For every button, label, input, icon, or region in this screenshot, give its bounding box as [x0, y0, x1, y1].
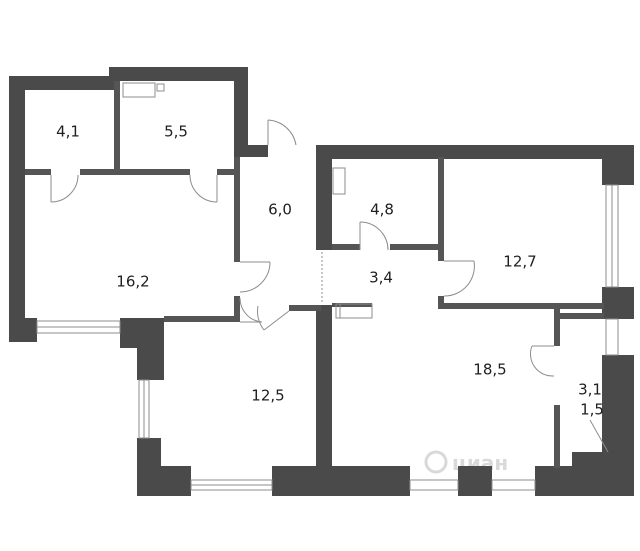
wall-right-lower	[602, 355, 634, 466]
wall-corner-bl	[9, 318, 37, 342]
bathtub-icon	[332, 167, 346, 195]
room-area-label: 16,2	[116, 273, 149, 291]
cabinet-icon	[335, 303, 373, 319]
wall-corner-br	[572, 452, 634, 496]
room-labels: 4,1 5,5 6,0 4,8 12,7 16,2 3,4 18,5 12,5 …	[56, 123, 604, 419]
exterior-walls	[9, 67, 634, 496]
wall-top-right	[316, 145, 612, 159]
room-area-label: 5,5	[164, 123, 188, 141]
room-area-label: 4,1	[56, 123, 80, 141]
room-area-label: 6,0	[268, 201, 292, 219]
wall-right-mid	[602, 287, 634, 319]
room-area-label: 3,1	[578, 381, 602, 399]
wall-bedroom-left	[316, 305, 332, 468]
fixtures	[122, 82, 373, 319]
wall-top-mid-right	[234, 67, 248, 157]
wall-bottom-seg-b	[535, 466, 573, 496]
doors	[50, 119, 609, 453]
room-area-label: 12,5	[251, 387, 284, 405]
wall-room48-left	[316, 145, 332, 250]
washing-machine-icon	[122, 82, 156, 98]
wall-pillar-b	[137, 318, 164, 380]
wall-top-left	[9, 76, 119, 90]
windows	[36, 184, 619, 491]
room-area-label: 4,8	[370, 201, 394, 219]
wall-top-mid	[109, 67, 248, 81]
room-area-label: 18,5	[473, 361, 506, 379]
room-area-label: 12,7	[503, 253, 536, 271]
wall-right-upper	[602, 145, 634, 185]
wall-bottom-left-b	[137, 466, 191, 496]
room-area-label: 1,5	[580, 401, 604, 419]
wall-stub-door	[234, 145, 268, 157]
interior-walls	[25, 81, 604, 468]
room-area-label: 3,4	[369, 269, 393, 287]
wall-bottom-mid	[272, 466, 410, 496]
wall-left	[9, 76, 25, 342]
wall-bottom-seg	[458, 466, 492, 496]
